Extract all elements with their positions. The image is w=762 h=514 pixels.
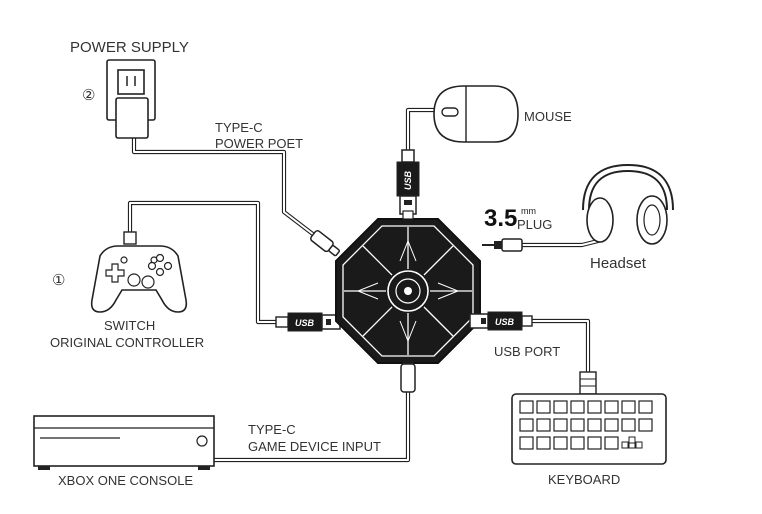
cables <box>127 107 603 463</box>
usb-port-label: USB PORT <box>494 344 560 359</box>
left-earcup <box>586 197 614 243</box>
keyboard-key <box>553 400 568 414</box>
controller-usb-mark: USB <box>295 318 315 328</box>
keyboard-key <box>587 400 602 414</box>
arrow-key <box>635 441 643 449</box>
keyboard <box>511 371 667 465</box>
typec-game-label-1: TYPE-C <box>248 422 296 437</box>
typec-power-plug <box>310 230 340 257</box>
arrow-key <box>621 441 629 449</box>
keyboard-key <box>536 436 551 450</box>
mouse-cable <box>405 107 436 150</box>
headset-label: Headset <box>590 255 647 272</box>
keyboard-key <box>621 418 636 432</box>
controller-label-2: ORIGINAL CONTROLLER <box>50 335 204 350</box>
keyboard-key <box>570 418 585 432</box>
keyboard-key <box>638 400 653 414</box>
keyboard-key <box>587 418 602 432</box>
plug-unit-label: mm <box>521 206 536 216</box>
xbox-body <box>33 415 215 467</box>
keyboard-usb-connector: USB <box>469 311 533 331</box>
plug-word-label: PLUG <box>517 217 552 232</box>
audio-plug <box>482 238 523 252</box>
keyboard-key <box>587 436 602 450</box>
keyboard-key <box>553 418 568 432</box>
controller-number: ① <box>52 272 65 289</box>
power-number: ② <box>82 87 95 104</box>
keyboard-key <box>570 400 585 414</box>
keyboard-key <box>553 436 568 450</box>
keyboard-key <box>604 436 619 450</box>
keyboard-key <box>570 436 585 450</box>
power-supply-label: POWER SUPPLY <box>70 39 189 56</box>
power-supply <box>106 59 156 139</box>
xbox-console <box>33 415 215 470</box>
keyboard-key <box>638 418 653 432</box>
keyboard-label: KEYBOARD <box>548 472 620 487</box>
typec-game-label-2: GAME DEVICE INPUT <box>248 439 381 454</box>
typec-power-label-1: TYPE-C <box>215 120 263 135</box>
keyboard-key <box>519 418 534 432</box>
keyboard-key <box>604 418 619 432</box>
controller-label-1: SWITCH <box>104 318 155 333</box>
xbox-power-icon <box>196 435 208 447</box>
controller <box>90 231 188 313</box>
keyboard-keys <box>519 400 653 450</box>
converter-hub <box>335 210 481 372</box>
headset <box>582 163 674 245</box>
mouse-usb-connector: USB <box>396 149 420 215</box>
keyboard-key <box>536 418 551 432</box>
mouse <box>433 85 519 143</box>
keyboard-key <box>621 400 636 414</box>
plug-size-label: 3.5 <box>484 205 517 232</box>
keyboard-key <box>604 400 619 414</box>
controller-usb-connector: USB <box>275 312 341 332</box>
keyboard-usb-mark: USB <box>495 317 515 327</box>
keyboard-key <box>536 400 551 414</box>
scroll-wheel-icon <box>441 107 459 117</box>
typec-power-label-2: POWER POET <box>215 136 303 151</box>
keyboard-key <box>519 400 534 414</box>
mouse-label: MOUSE <box>524 109 572 124</box>
dpad-icon <box>105 263 125 283</box>
typec-game-plug <box>400 363 416 393</box>
xbox-label: XBOX ONE CONSOLE <box>58 473 193 488</box>
outlet-socket <box>117 69 145 95</box>
arrow-key <box>628 436 636 444</box>
keyboard-key <box>519 436 534 450</box>
mouse-usb-mark: USB <box>403 170 413 190</box>
power-adapter <box>115 97 149 139</box>
hub-logo-icon <box>395 278 421 304</box>
